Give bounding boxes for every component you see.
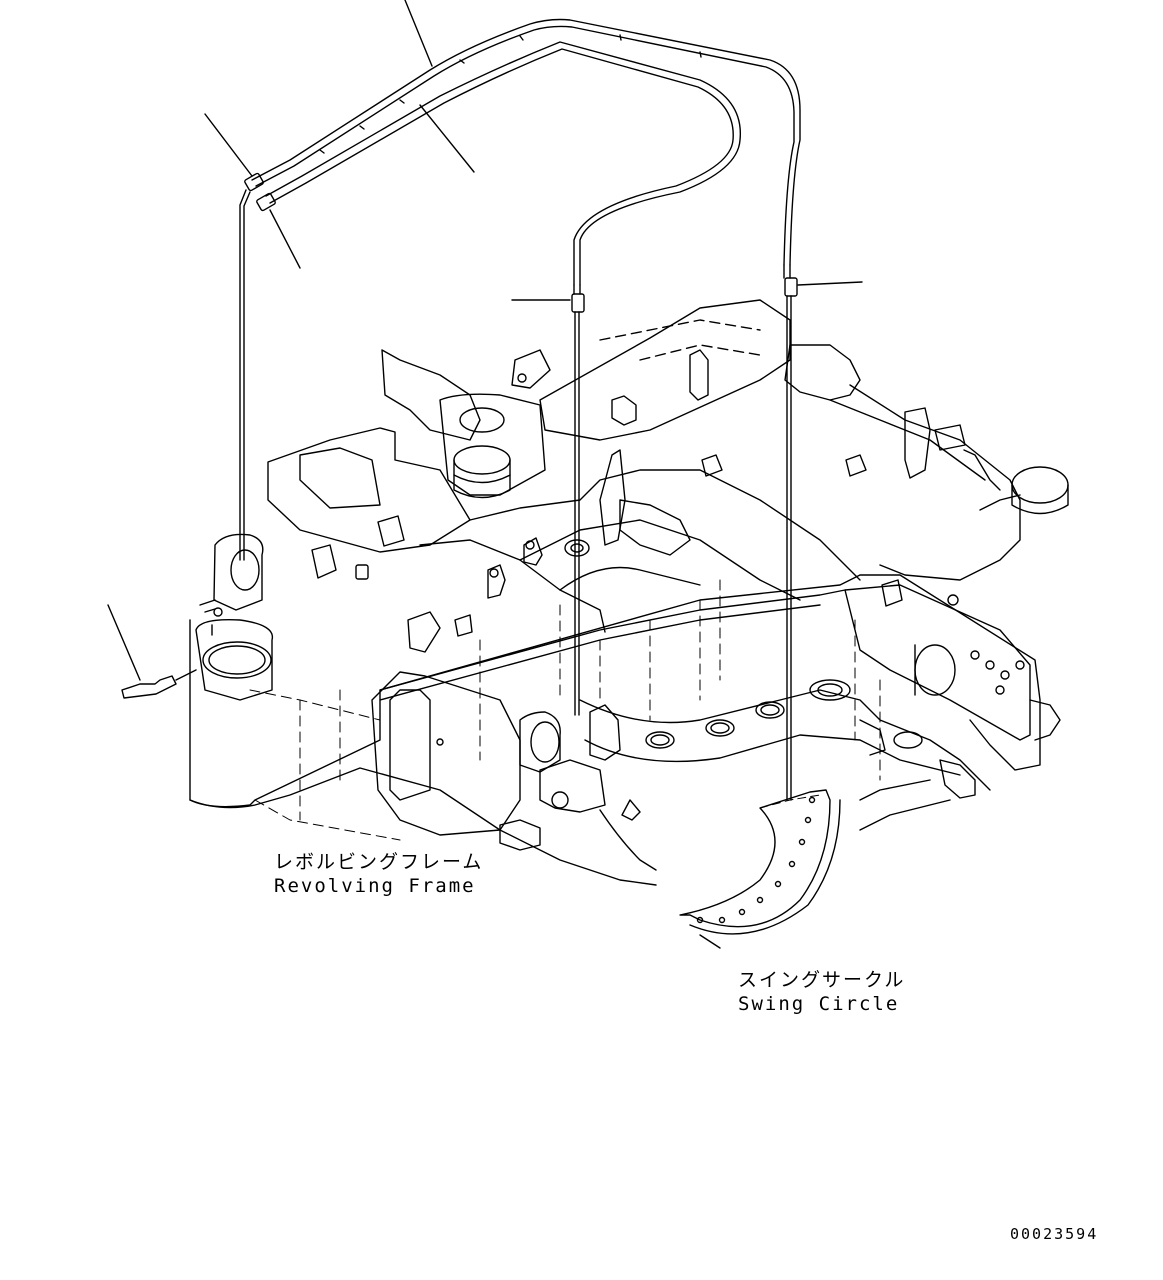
grease-tube-outer [252, 20, 800, 266]
pivot-boss [460, 408, 504, 432]
swing-bolt-pad-1 [646, 732, 674, 748]
swing-circle-label-en: Swing Circle [738, 993, 900, 1015]
grease-tube-inner [266, 42, 740, 285]
grease-nipple-lower [256, 193, 276, 211]
connector-right [785, 278, 797, 296]
boom-foot-bracket [196, 620, 272, 700]
swing-bolt-pad-5 [894, 732, 922, 748]
boom-pin-boss [520, 712, 560, 772]
swing-bolt-pad-2 [706, 720, 734, 736]
revolving-frame-label-en: Revolving Frame [274, 875, 476, 897]
swing-bolt-pad-4 [810, 680, 850, 700]
swing-circle-label: スイングサークル Swing Circle [738, 968, 906, 1016]
swing-circle-label-jp: スイングサークル [738, 969, 906, 991]
bracket-hole-right [915, 645, 955, 695]
revolving-frame-label: レボルビングフレーム Revolving Frame [274, 850, 484, 898]
swing-circle [680, 790, 840, 948]
drawing-number: 00023594 [1010, 1225, 1099, 1243]
grease-tube-assembly [240, 20, 800, 801]
counterweight-pad [1012, 467, 1068, 503]
connector-center [572, 294, 584, 312]
grease-nipple-upper [244, 173, 264, 191]
revolving-frame [122, 300, 1068, 885]
swing-bolt-pad-3 [756, 702, 784, 718]
leader-lines [108, 0, 862, 680]
grease-fitting-left [122, 676, 176, 698]
revolving-frame-label-jp: レボルビングフレーム [274, 851, 484, 873]
boom-cylinder-bracket [372, 672, 520, 835]
